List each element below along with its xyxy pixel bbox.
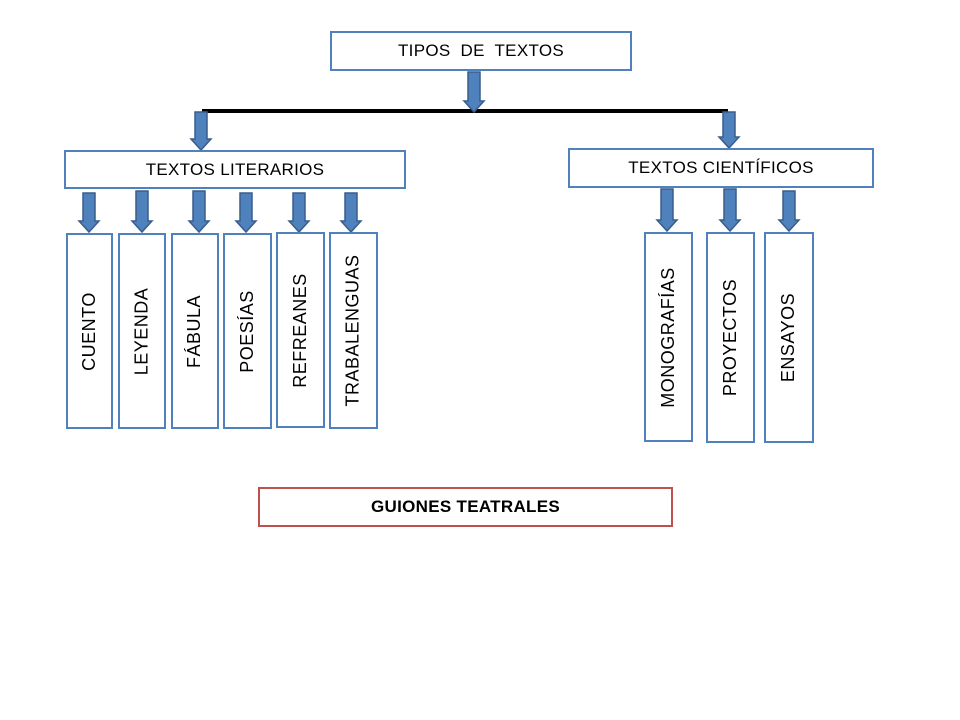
textos-literarios-box: TEXTOS LITERARIOS [64,150,406,189]
refreanes-box: REFREANES [276,232,325,428]
proyectos-box: PROYECTOS [706,232,755,443]
poesias-arrow [234,192,258,234]
fabula-arrow [187,190,211,234]
proyectos-arrow [718,188,742,233]
leyenda-arrow [130,190,154,234]
poesias-label: POESÍAS [237,289,257,373]
ensayos-arrow [777,190,801,233]
proyectos-label: PROYECTOS [720,278,741,397]
leyenda-box: LEYENDA [118,233,166,429]
trabalenguas-box: TRABALENGUAS [329,232,378,429]
root-box: TIPOS DE TEXTOS [330,31,632,71]
trabalenguas-arrow [339,192,363,234]
cuento-arrow [77,192,101,234]
cientificos-arrow [717,111,741,150]
monografias-box: MONOGRAFÍAS [644,232,693,442]
root-down-arrow [462,71,486,114]
cuento-label: CUENTO [79,291,99,371]
trabalenguas-label: TRABALENGUAS [343,254,364,407]
textos-cientificos-label: TEXTOS CIENTÍFICOS [628,158,814,177]
guiones-teatrales-label: GUIONES TEATRALES [371,497,560,516]
poesias-box: POESÍAS [223,233,272,429]
ensayos-label: ENSAYOS [778,292,799,383]
textos-cientificos-box: TEXTOS CIENTÍFICOS [568,148,874,188]
monografias-label: MONOGRAFÍAS [658,266,679,408]
ensayos-box: ENSAYOS [764,232,814,443]
literarios-arrow [189,111,213,152]
refreanes-label: REFREANES [290,272,310,388]
root-label: TIPOS DE TEXTOS [397,41,564,60]
cuento-box: CUENTO [66,233,113,429]
refreanes-arrow [287,192,311,234]
guiones-teatrales-box: GUIONES TEATRALES [258,487,673,527]
fabula-label: FÁBULA [184,294,205,368]
monografias-arrow [655,188,679,233]
textos-literarios-label: TEXTOS LITERARIOS [145,159,325,179]
leyenda-label: LEYENDA [131,287,152,375]
fabula-box: FÁBULA [171,233,219,429]
